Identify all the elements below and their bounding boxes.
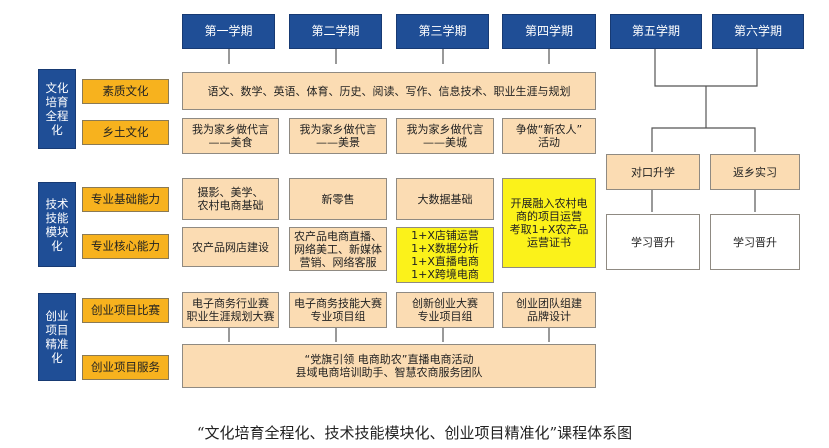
semester-4: 第四学期 [502, 14, 596, 49]
basic-sem1: 摄影、美学、 农村电商基础 [182, 178, 279, 220]
hometown-food: 我为家乡做代言 ——美食 [182, 118, 279, 154]
contest-sem1: 电子商务行业赛 职业生涯规划大赛 [182, 292, 279, 328]
semester-1: 第一学期 [182, 14, 275, 49]
core-sem3-certificates: 1+X店铺运营 1+X数据分析 1+X直播电商 1+X跨境电商 [396, 227, 494, 283]
semester-3: 第三学期 [396, 14, 489, 49]
contest-sem3: 创新创业大赛 专业项目组 [396, 292, 494, 328]
semester-2: 第二学期 [289, 14, 382, 49]
result-study-promotion-1: 学习晋升 [606, 214, 700, 270]
module-hometown-culture: 乡土文化 [82, 120, 169, 145]
culture-courses: 语文、数学、英语、体育、历史、阅读、写作、信息技术、职业生涯与规划 [182, 72, 596, 110]
category-startup: 创业 项目 精准 化 [38, 293, 76, 381]
contest-sem2: 电子商务技能大赛 专业项目组 [289, 292, 387, 328]
contest-sem4: 创业团队组建 品牌设计 [502, 292, 596, 328]
module-service: 创业项目服务 [82, 355, 169, 380]
core-sem1: 农产品网店建设 [182, 227, 279, 267]
path-further-study: 对口升学 [606, 154, 700, 190]
basic-sem3: 大数据基础 [396, 178, 494, 220]
sem4-project: 开展融入农村电 商的项目运营 考取1+X农产品 运营证书 [502, 178, 596, 268]
hometown-scenery: 我为家乡做代言 ——美景 [289, 118, 387, 154]
module-quality-culture: 素质文化 [82, 79, 169, 104]
semester-5: 第五学期 [610, 14, 702, 49]
core-sem2: 农产品电商直播、 网络美工、新媒体 营销、网络客服 [289, 227, 387, 271]
result-study-promotion-2: 学习晋升 [710, 214, 800, 270]
module-contest: 创业项目比赛 [82, 298, 169, 323]
category-culture: 文化 培育 全程 化 [38, 69, 76, 149]
module-basic-ability: 专业基础能力 [82, 187, 169, 212]
path-return-internship: 返乡实习 [710, 154, 800, 190]
new-farmer-activity: 争做“新农人” 活动 [502, 118, 596, 154]
figure-caption: “文化培育全程化、技术技能模块化、创业项目精准化”课程体系图 [196, 424, 633, 442]
hometown-city: 我为家乡做代言 ——美城 [396, 118, 494, 154]
service-activities: “党旗引领 电商助农”直播电商活动 县域电商培训助手、智慧农商服务团队 [182, 344, 596, 388]
category-skills: 技术 技能 模块 化 [38, 182, 76, 267]
semester-6: 第六学期 [712, 14, 804, 49]
basic-sem2: 新零售 [289, 178, 387, 220]
module-core-ability: 专业核心能力 [82, 234, 169, 259]
